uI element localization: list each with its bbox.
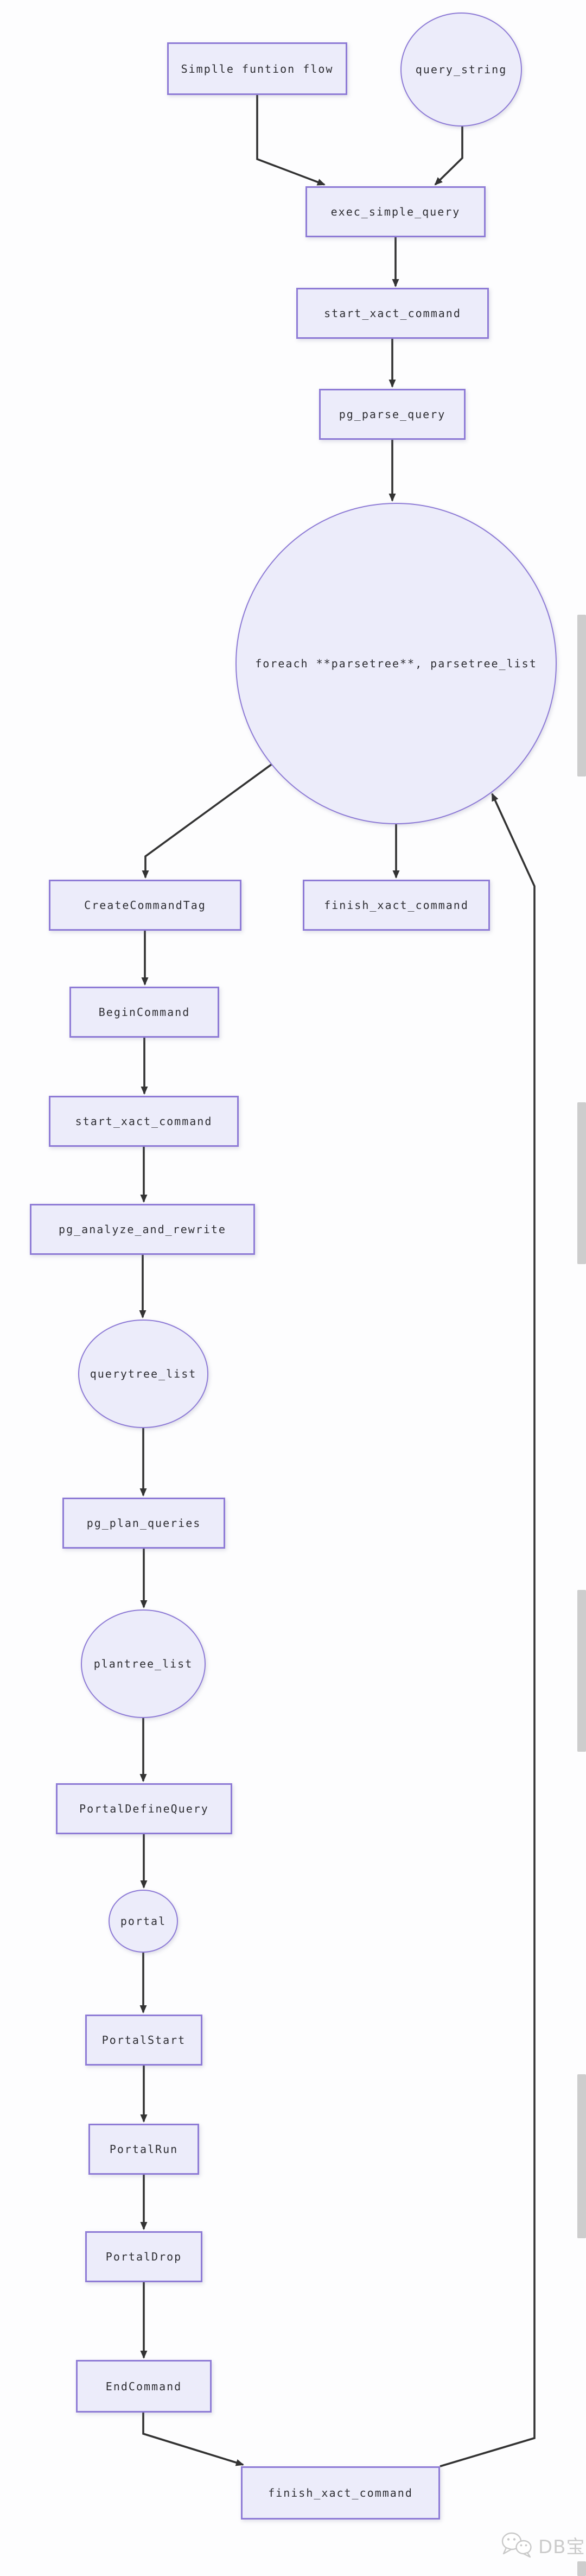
node-exec-simple-query: exec_simple_query	[305, 186, 486, 237]
node-label: PortalRun	[109, 2143, 179, 2156]
wechat-logo-icon	[501, 2532, 532, 2558]
scrollbar-thumb[interactable]	[577, 1102, 586, 1264]
node-foreach-parsetree: foreach **parsetree**, parsetree_list	[235, 503, 557, 824]
node-label: BeginCommand	[98, 1006, 190, 1019]
node-label: pg_parse_query	[339, 408, 446, 421]
node-pg-analyze-and-rewrite: pg_analyze_and_rewrite	[30, 1204, 255, 1255]
node-label: start_xact_command	[75, 1115, 213, 1128]
edge-simplle-to-exec	[256, 95, 326, 186]
node-portal-start: PortalStart	[85, 2015, 202, 2066]
node-label: PortalStart	[101, 2034, 186, 2047]
edge-finish2-loop-to-foreach	[440, 793, 536, 2467]
scrollbar-thumb[interactable]	[577, 615, 586, 776]
scrollbar-thumb[interactable]	[577, 2074, 586, 2238]
node-pg-parse-query: pg_parse_query	[319, 389, 466, 440]
node-plantree-list: plantree_list	[81, 1609, 206, 1718]
edge-querystring-to-exec	[434, 127, 463, 186]
node-start-xact-command-1: start_xact_command	[296, 288, 489, 339]
node-label: CreateCommandTag	[84, 899, 206, 912]
node-create-command-tag: CreateCommandTag	[49, 880, 241, 931]
node-label: query_string	[415, 63, 507, 76]
node-label: finish_xact_command	[268, 2486, 413, 2499]
node-querytree-list: querytree_list	[78, 1319, 208, 1428]
node-label: exec_simple_query	[330, 205, 461, 218]
node-label: foreach **parsetree**, parsetree_list	[255, 657, 537, 670]
node-label: PortalDefineQuery	[79, 1802, 209, 1815]
scrollbar-thumb[interactable]	[577, 1590, 586, 1752]
node-start-xact-command-2: start_xact_command	[49, 1096, 239, 1147]
node-finish-xact-command-2: finish_xact_command	[241, 2466, 440, 2520]
node-portal: portal	[109, 1890, 178, 1953]
node-label: Simplle funtion flow	[181, 62, 334, 75]
watermark: DB宝	[499, 2530, 585, 2560]
node-label: pg_analyze_and_rewrite	[59, 1223, 226, 1236]
edge-endcmd-to-finish2	[142, 2413, 244, 2466]
node-begin-command: BeginCommand	[69, 987, 219, 1038]
node-label: start_xact_command	[324, 307, 461, 320]
node-label: pg_plan_queries	[86, 1517, 201, 1530]
node-simplle-funtion-flow: Simplle funtion flow	[167, 42, 347, 95]
node-pg-plan-queries: pg_plan_queries	[62, 1498, 225, 1549]
node-portal-run: PortalRun	[88, 2124, 199, 2175]
scrollbar-thumb[interactable]	[577, 2561, 586, 2576]
node-label: plantree_list	[93, 1657, 193, 1670]
node-label: EndCommand	[105, 2379, 182, 2393]
node-portal-drop: PortalDrop	[85, 2231, 202, 2282]
node-label: portal	[120, 1915, 167, 1928]
node-label: PortalDrop	[105, 2250, 182, 2263]
node-portal-define-query: PortalDefineQuery	[56, 1783, 232, 1834]
node-end-command: EndCommand	[76, 2360, 212, 2413]
watermark-text: DB宝	[538, 2536, 585, 2558]
node-label: finish_xact_command	[324, 899, 469, 912]
edge-foreach-to-createtag	[142, 763, 272, 879]
node-query-string: query_string	[400, 12, 522, 127]
node-finish-xact-command-1: finish_xact_command	[303, 880, 490, 931]
node-label: querytree_list	[90, 1367, 197, 1380]
